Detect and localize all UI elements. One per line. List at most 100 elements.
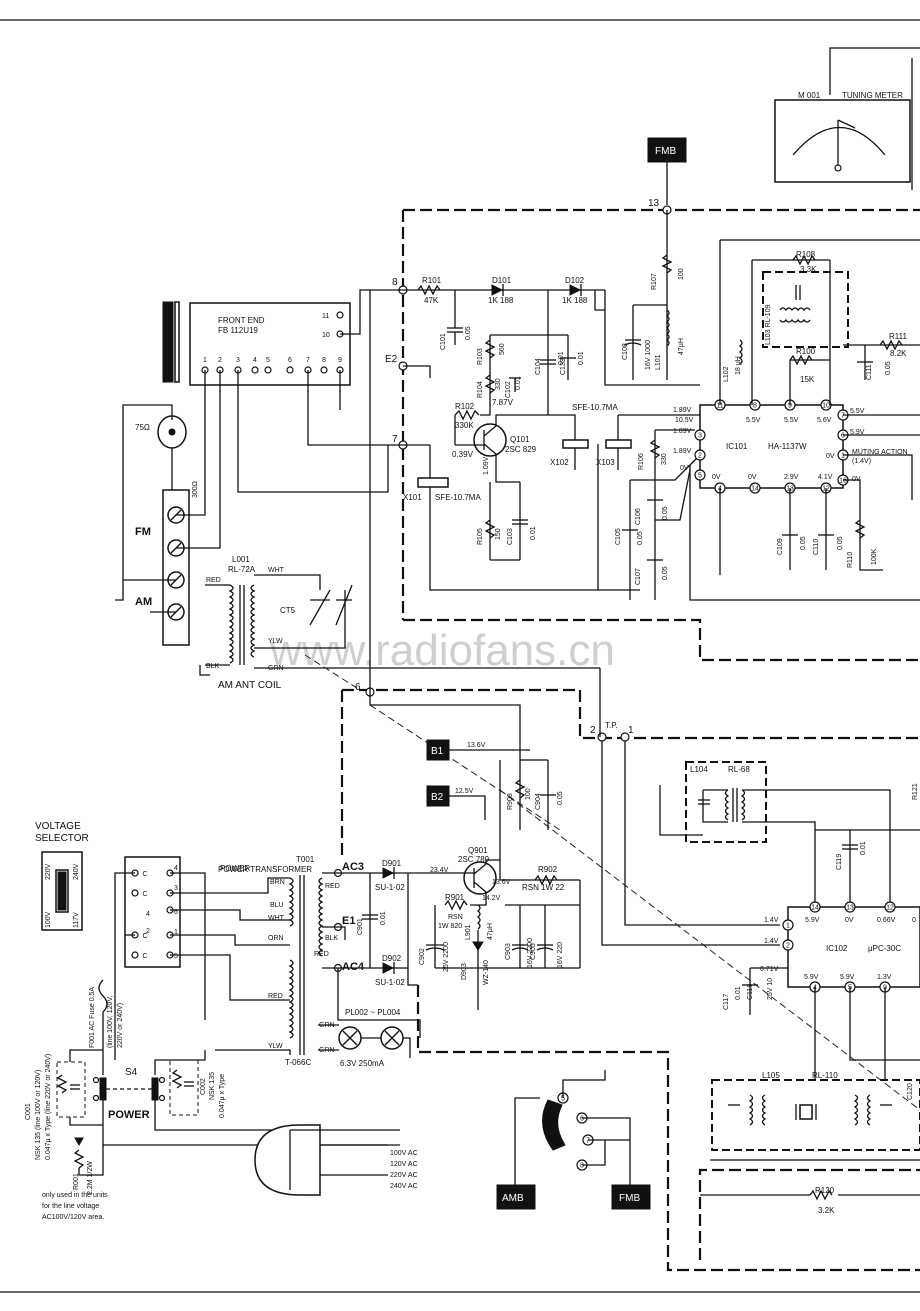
r108v: 3.3K — [800, 265, 817, 274]
ic101-pin-label: 9 — [788, 403, 792, 410]
switch-pin-label: 4 — [146, 911, 150, 918]
vs-220: 220V — [45, 863, 52, 880]
fmb-flag-bottom: FMB — [619, 1193, 640, 1204]
r108: R108 — [796, 250, 816, 259]
am-ant-coil: L001 RL-72A RED BLK WHT YLW GRN CT5 AM A… — [199, 555, 600, 691]
ac-120: 120V AC — [390, 1161, 418, 1168]
v071: 0.71V — [760, 966, 779, 973]
blk: BLK — [325, 935, 339, 942]
v787: 7.87V — [492, 398, 514, 407]
v55b: 5.5V — [784, 417, 799, 424]
ic101-pin-label: 2 — [698, 453, 702, 460]
d902: D902 — [382, 954, 402, 963]
r001v: 2.2M 1/2W — [87, 1161, 94, 1195]
fe-pin-label: 8 — [322, 357, 326, 364]
muting-value: (1.4V) — [852, 458, 871, 465]
ac-240: 240V AC — [390, 1183, 418, 1190]
l105: L105 — [762, 1071, 780, 1080]
ic101-pin-label: 14 — [751, 486, 759, 493]
fe-pin10: 10 — [322, 332, 330, 339]
fe-pin-label: 7 — [306, 357, 310, 364]
c107v: 0.05 — [662, 566, 669, 580]
switch-pin-label: 4 — [174, 865, 178, 872]
muting-label: MUTING ACTION — [852, 449, 908, 456]
power-switch: POWER — [108, 1109, 150, 1121]
coil-blk: BLK — [206, 663, 220, 670]
ic102-pin — [884, 901, 896, 913]
e1: E1 — [342, 915, 355, 927]
ic102-model: μPC-30C — [868, 944, 901, 953]
q101: Q101 — [510, 435, 530, 444]
fe-pin-label: 1 — [203, 357, 207, 364]
c001w: 0.047μ x Type (line 220V or 240V) — [45, 1054, 52, 1160]
v59c: 5.9V — [840, 974, 855, 981]
node-1: 1 — [628, 725, 634, 736]
ic101-pin-label: 11 — [716, 403, 723, 410]
c133v: 0.01 — [578, 351, 585, 365]
note-1: only used in the units — [42, 1192, 108, 1199]
node-2: 2 — [590, 725, 596, 736]
x101-ref: X101 — [403, 493, 422, 502]
switch-contact — [131, 951, 139, 959]
ic101-pin-label: 5 — [698, 473, 702, 480]
power-transformer-label: POWER TRANSFORMER — [218, 865, 312, 874]
v0: 0V — [845, 917, 854, 924]
node-6: 6 — [355, 682, 361, 693]
fe-pin — [320, 366, 328, 374]
switch-c-label: C — [142, 933, 147, 940]
c111v: 0.05 — [885, 361, 892, 375]
v109: 1.09V — [483, 456, 490, 475]
node-8: 8 — [392, 277, 398, 288]
fe-pin-label: 9 — [338, 357, 342, 364]
c109: C109 — [777, 538, 784, 555]
amb-flag: AMB — [502, 1193, 524, 1204]
c904: C904 — [535, 793, 542, 810]
l101v: 47μH — [678, 338, 685, 355]
tp-label: T.P. — [605, 721, 618, 730]
meter-ref: M 001 — [798, 91, 821, 100]
ac-100: 100V AC — [390, 1150, 418, 1157]
r903: R903 — [507, 793, 514, 810]
s4: S4 — [125, 1067, 138, 1078]
fe-pin — [251, 366, 259, 374]
switch-pin-label: 6 — [174, 909, 178, 916]
note-3: AC100V/120V area. — [42, 1214, 104, 1221]
c001: C001 — [25, 1103, 32, 1120]
ic101-pin-label: 1 — [841, 453, 845, 460]
ic102-pin-label: 14 — [811, 905, 819, 912]
fm-label: FM — [135, 526, 151, 538]
r102v: 330K — [455, 421, 474, 430]
meter-label: TUNING METER — [842, 91, 903, 100]
r901: R901 — [445, 893, 465, 902]
ic101-pin-label: 7 — [841, 413, 845, 420]
c002w: 0.047μ x Type — [219, 1074, 226, 1118]
switch-c-label: C — [142, 953, 147, 960]
d101v: 1K 188 — [488, 296, 514, 305]
wht: WHT — [268, 915, 285, 922]
vs-240: 240V — [73, 863, 80, 880]
c904v: 0.05 — [557, 791, 564, 805]
v14b: 1.4V — [764, 938, 779, 945]
v066: 0.66V — [877, 917, 896, 924]
c102: C102 — [505, 381, 512, 398]
ic102-pin — [844, 901, 856, 913]
c101: C101 — [440, 333, 447, 350]
c106: C106 — [635, 508, 642, 525]
c002v: NSK 135 — [209, 1072, 216, 1100]
fe-pin-label: 3 — [236, 357, 240, 364]
ic102-pin — [782, 919, 794, 931]
am-label: AM — [135, 596, 152, 608]
fe-pin11: 11 — [322, 313, 329, 320]
pl-grn1: GRN — [319, 1022, 335, 1029]
switch-pin-label: 3 — [174, 885, 178, 892]
ic102-pin — [782, 939, 794, 951]
v55a: 5.5V — [746, 417, 761, 424]
l901: L901 — [465, 924, 472, 940]
ac-220: 220V AC — [390, 1172, 418, 1179]
r103v: 560 — [499, 343, 506, 355]
coil-ylw: YLW — [268, 638, 283, 645]
r101: R101 — [422, 276, 442, 285]
ic102-pin-label: 13 — [846, 905, 854, 912]
r111: R111 — [889, 332, 907, 341]
ic101-pin-label: 16 — [839, 478, 847, 485]
